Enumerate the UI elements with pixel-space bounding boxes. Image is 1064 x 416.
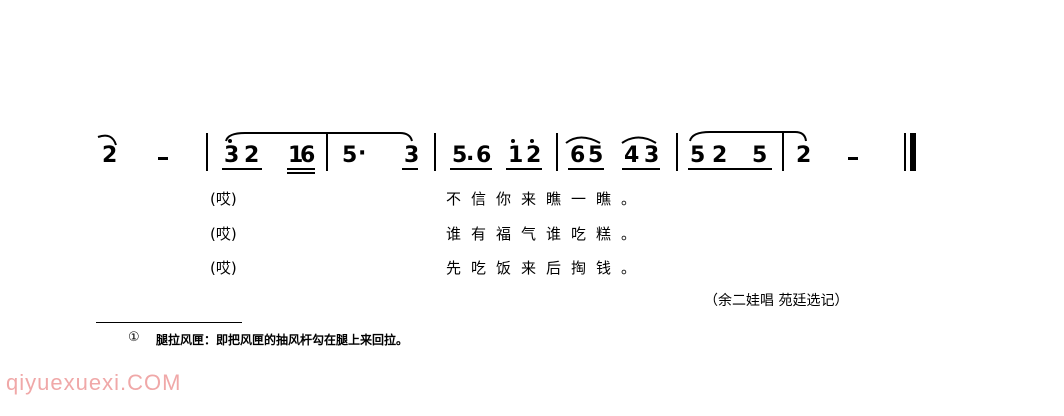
slur-mark (621, 136, 657, 144)
beam-line (287, 172, 315, 174)
dot-mark: · (358, 141, 367, 166)
lyric-line: 谁有福气谁吃糕。 (446, 225, 647, 243)
beam-line (568, 168, 604, 170)
note: 5 (588, 143, 604, 168)
final-barline-thick (910, 133, 916, 171)
tie-mark (97, 134, 117, 146)
slur-mark (565, 136, 601, 144)
barline (676, 133, 678, 171)
octave-dot (511, 139, 515, 143)
note: 6 (300, 143, 316, 168)
beam-line (622, 168, 660, 170)
octave-dot (530, 139, 534, 143)
final-barline-thin (904, 133, 906, 171)
barline (326, 133, 328, 171)
beam-line (287, 168, 315, 170)
note: 1 (288, 143, 304, 168)
interjection: (哎) (210, 190, 237, 208)
interjection: (哎) (210, 225, 237, 243)
barline (556, 133, 558, 171)
note: 5 (342, 143, 358, 168)
footnote-rule (96, 322, 242, 323)
lyric-line: 先吃饭来后掏钱。 (446, 259, 647, 277)
note: 6 (476, 143, 492, 168)
dash-hold (848, 157, 858, 160)
beam-line (402, 168, 418, 170)
note: 1 (508, 143, 524, 168)
interjection: (哎) (210, 259, 237, 277)
note: 5 (452, 143, 468, 168)
beam-line (506, 168, 542, 170)
slur-mark (689, 131, 807, 142)
note: 2 (526, 143, 542, 168)
barline (206, 133, 208, 171)
note: 3 (404, 143, 420, 168)
barline (434, 133, 436, 171)
beam-line (688, 168, 772, 170)
beam-line (450, 168, 492, 170)
note: 5 (690, 143, 706, 168)
lyric-line: 不信你来瞧一瞧。 (446, 190, 647, 208)
note: 2 (796, 143, 812, 168)
note: 2 (244, 143, 260, 168)
attribution: （余二娃唱 苑廷选记） (704, 293, 849, 309)
note: 3 (224, 143, 240, 168)
footnote-marker: ① (128, 330, 140, 345)
octave-dot (228, 139, 232, 143)
note: 2 (712, 143, 728, 168)
note: 2 (102, 143, 118, 168)
barline (782, 133, 784, 171)
watermark: qiyuexuexi.COM (6, 370, 182, 395)
note: 4 (624, 143, 640, 168)
dot-mark: . (466, 141, 475, 166)
dash-hold (158, 157, 168, 160)
footnote-text: 腿拉风匣：即把风匣的抽风杆勾在腿上来回拉。 (156, 333, 409, 347)
note: 6 (570, 143, 586, 168)
slur-mark (225, 132, 413, 142)
note: 3 (644, 143, 660, 168)
note: 5 (752, 143, 768, 168)
beam-line (222, 168, 262, 170)
